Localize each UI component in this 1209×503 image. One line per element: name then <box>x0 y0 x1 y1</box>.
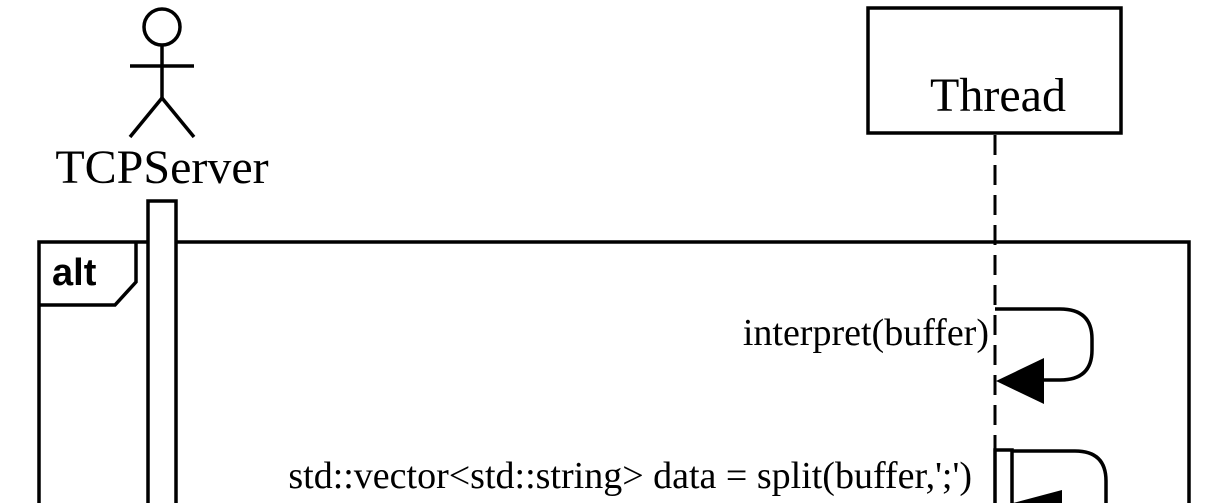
actor-label: TCPServer <box>55 141 268 194</box>
alt-frame[interactable] <box>37 240 1191 503</box>
actor-right-leg <box>160 96 196 139</box>
split-message-loop[interactable] <box>1012 449 1108 503</box>
split-message-label: std::vector<std::string> data = split(bu… <box>288 455 972 497</box>
interpret-message-label: interpret(buffer) <box>743 312 989 354</box>
actor-left-leg <box>128 96 164 139</box>
interpret-message-loop[interactable] <box>995 307 1094 382</box>
alt-frame-label: alt <box>52 252 97 294</box>
interpret-message-arrowhead <box>996 358 1044 404</box>
thread-label: Thread <box>930 69 1066 122</box>
actor-figure[interactable] <box>128 7 196 139</box>
actor-head <box>142 7 182 47</box>
split-message-arrowhead <box>1013 490 1062 503</box>
actor-activation-bar <box>146 199 178 503</box>
thread-activation-bar <box>993 448 1014 503</box>
thread-participant-box[interactable] <box>866 6 1123 135</box>
alt-frame-tab <box>39 242 138 307</box>
